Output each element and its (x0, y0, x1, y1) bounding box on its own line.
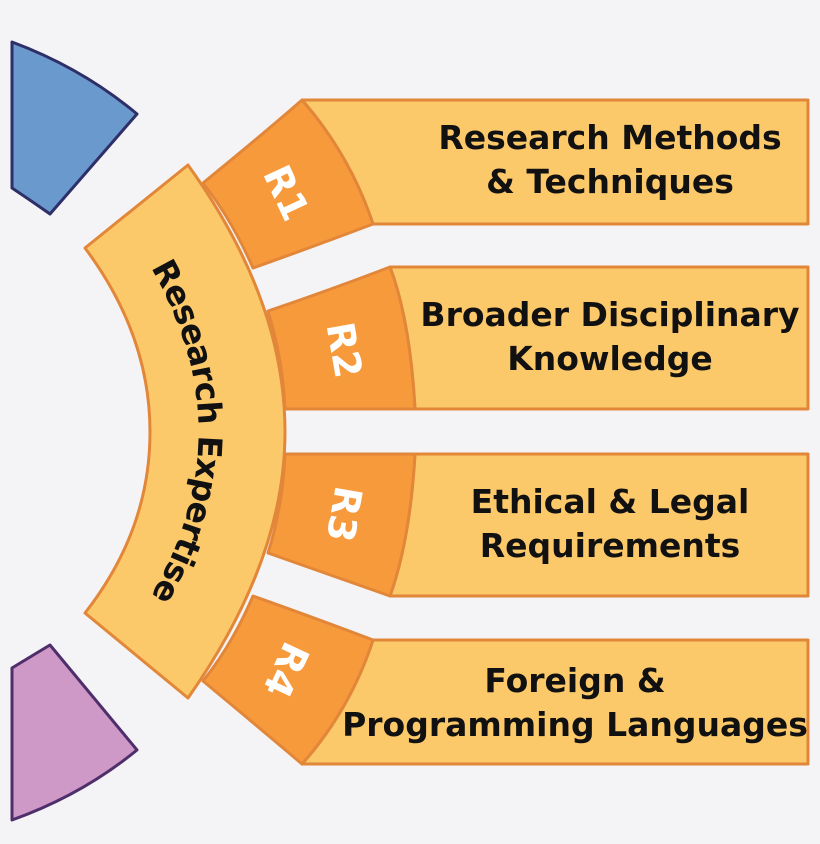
badge-r3 (266, 452, 417, 598)
band-r4 (300, 638, 810, 766)
band-r2 (388, 265, 810, 411)
band-line2-r4: Programming Languages (342, 705, 808, 744)
row-r1: R1 Research Methods & Techniques (201, 98, 810, 270)
center-arc (83, 163, 287, 700)
row-r2: R2 Broader Disciplinary Knowledge (266, 265, 810, 411)
band-r3 (388, 452, 810, 598)
row-r3: R3 Ethical & Legal Requirements (266, 452, 810, 598)
band-line2-r3: Requirements (480, 526, 741, 565)
badge-r2 (266, 265, 417, 411)
band-line2-r1: & Techniques (486, 162, 734, 201)
purple-wedge (10, 643, 139, 822)
band-line2-r2: Knowledge (507, 339, 713, 378)
band-line1-r4: Foreign & (484, 661, 665, 700)
band-line1-r2: Broader Disciplinary (420, 295, 799, 334)
blue-wedge (10, 40, 139, 216)
badge-label-r3: R3 (317, 483, 370, 545)
row-r4: R4 Foreign & Programming Languages (201, 594, 810, 766)
band-line1-r3: Ethical & Legal (471, 482, 750, 521)
badge-label-r2: R2 (317, 319, 370, 381)
badge-r4 (201, 594, 375, 766)
band-line1-r1: Research Methods (438, 118, 781, 157)
badge-r1 (201, 98, 375, 270)
